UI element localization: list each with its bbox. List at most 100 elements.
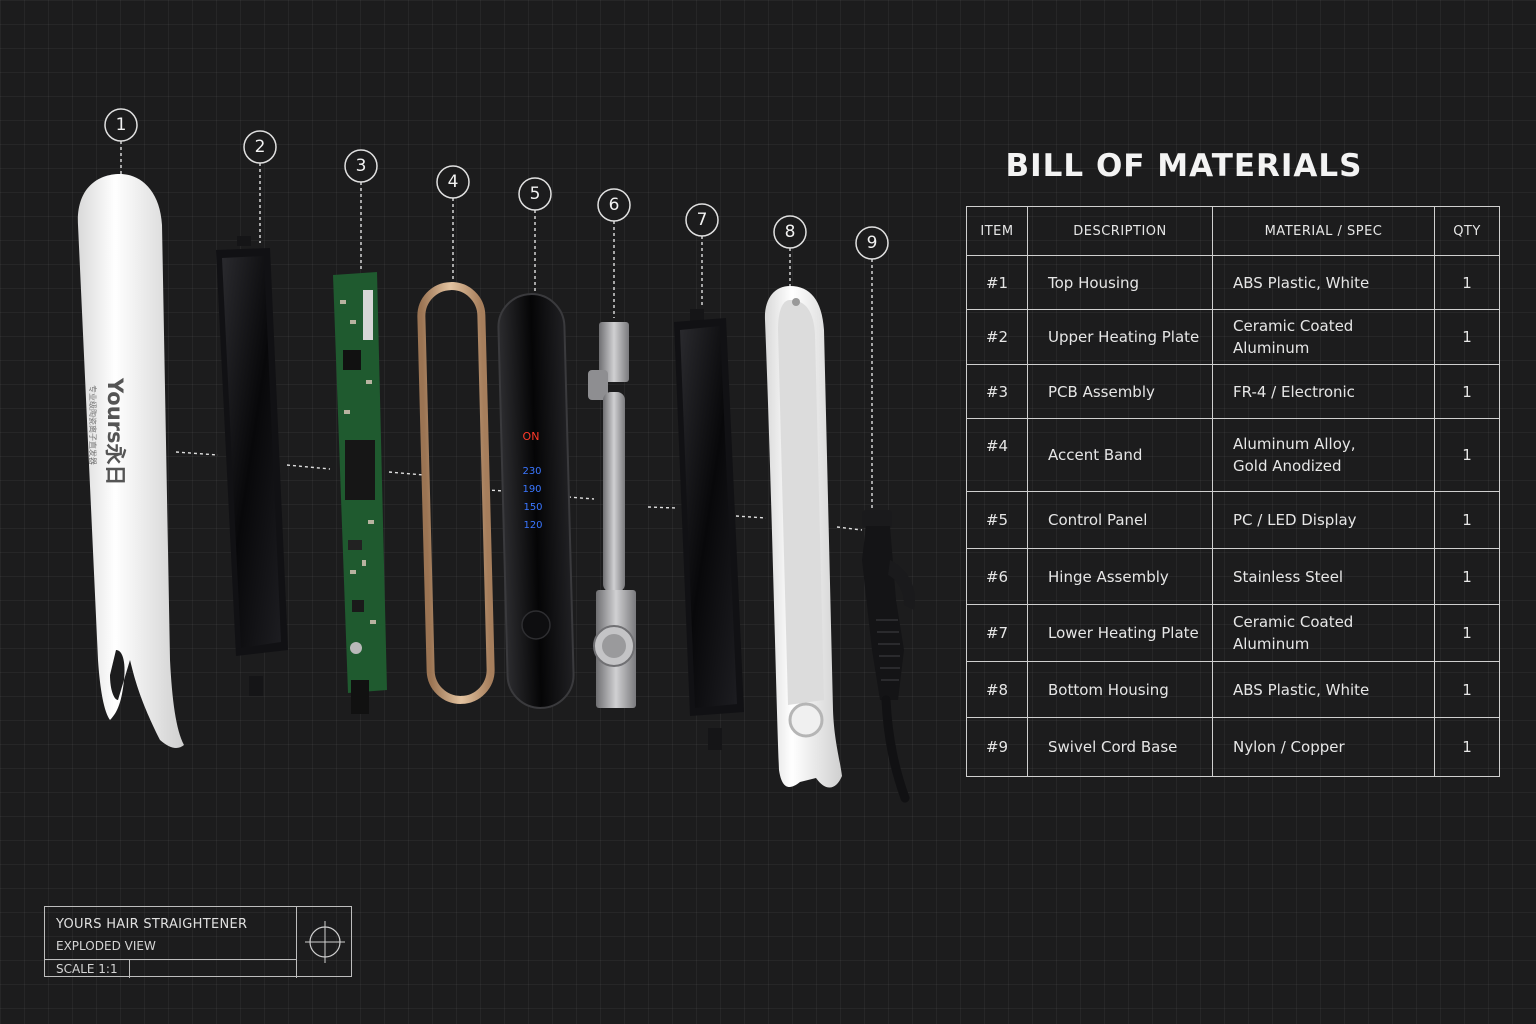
title-block-scale: SCALE 1:1 xyxy=(56,962,118,976)
bom-row: #3 PCB Assembly FR-4 / Electronic 1 xyxy=(966,364,1500,419)
callout-markers: 1 2 3 4 5 6 7 8 9 xyxy=(104,108,889,260)
bom-row: #9 Swivel Cord Base Nylon / Copper 1 xyxy=(966,717,1500,777)
bom-cell-item: #7 xyxy=(966,604,1028,662)
bom-cell-qty: 1 xyxy=(1434,661,1500,718)
bom-cell-description: Bottom Housing xyxy=(1027,661,1213,718)
callout-2: 2 xyxy=(243,130,277,164)
bom-table: ITEM DESCRIPTION MATERIAL / SPEC QTY #1 … xyxy=(966,206,1500,777)
bom-cell-description: Swivel Cord Base xyxy=(1027,717,1213,777)
bom-header-description: DESCRIPTION xyxy=(1027,206,1213,256)
part-connectors xyxy=(175,451,863,531)
panel-temp-120: 120 xyxy=(523,520,542,531)
bom-cell-item: #3 xyxy=(966,364,1028,419)
callout-leaders xyxy=(120,141,873,508)
callout-9: 9 xyxy=(855,226,889,260)
bom-cell-qty: 1 xyxy=(1434,309,1500,365)
callout-4-label: 4 xyxy=(448,172,459,192)
bom-cell-material: Aluminum Alloy, Gold Anodized xyxy=(1212,418,1435,492)
bom-cell-material: PC / LED Display xyxy=(1212,491,1435,549)
bom-cell-material: Nylon / Copper xyxy=(1212,717,1435,777)
bom-cell-description: Lower Heating Plate xyxy=(1027,604,1213,662)
title-block-product: YOURS HAIR STRAIGHTENER xyxy=(56,917,248,932)
callout-7: 7 xyxy=(685,203,719,237)
bom-row: #5 Control Panel PC / LED Display 1 xyxy=(966,491,1500,549)
part-pcb-assembly xyxy=(333,272,387,714)
callout-9-label: 9 xyxy=(867,233,878,253)
bom-cell-item: #4 xyxy=(966,418,1028,492)
bom-cell-qty: 1 xyxy=(1434,548,1500,605)
callout-2-label: 2 xyxy=(255,137,266,157)
part-top-housing: Yours永日 专业级陶瓷离子直发器 xyxy=(77,174,184,748)
panel-temp-190: 190 xyxy=(522,484,541,495)
bom-row: #7 Lower Heating Plate Ceramic Coated Al… xyxy=(966,604,1500,662)
bom-cell-material: FR-4 / Electronic xyxy=(1212,364,1435,419)
bom-cell-description: Hinge Assembly xyxy=(1027,548,1213,605)
title-block-view: EXPLODED VIEW xyxy=(56,939,156,953)
callout-5: 5 xyxy=(518,177,552,211)
bom-cell-item: #1 xyxy=(966,255,1028,310)
crosshair-target-icon xyxy=(297,907,353,978)
bom-header-qty: QTY xyxy=(1434,206,1500,256)
bom-cell-item: #6 xyxy=(966,548,1028,605)
title-block-main: YOURS HAIR STRAIGHTENER EXPLODED VIEW SC… xyxy=(45,907,297,978)
callout-4: 4 xyxy=(436,165,470,199)
callout-7-label: 7 xyxy=(697,210,708,230)
bom-cell-material: ABS Plastic, White xyxy=(1212,661,1435,718)
bom-cell-qty: 1 xyxy=(1434,491,1500,549)
bom-cell-item: #5 xyxy=(966,491,1028,549)
bom-cell-qty: 1 xyxy=(1434,604,1500,662)
power-button-icon xyxy=(521,610,551,640)
bom-cell-description: Accent Band xyxy=(1027,418,1213,492)
part-swivel-cord-base xyxy=(862,510,915,803)
bom-cell-material: ABS Plastic, White xyxy=(1212,255,1435,310)
callout-3-label: 3 xyxy=(356,156,367,176)
bom-cell-item: #2 xyxy=(966,309,1028,365)
bom-header-row: ITEM DESCRIPTION MATERIAL / SPEC QTY xyxy=(966,206,1500,256)
callout-6: 6 xyxy=(597,188,631,222)
bom-row: #4 Accent Band Aluminum Alloy, Gold Anod… xyxy=(966,418,1500,492)
part-accent-band xyxy=(417,282,495,704)
bom-row: #8 Bottom Housing ABS Plastic, White 1 xyxy=(966,661,1500,718)
callout-5-label: 5 xyxy=(530,184,541,204)
bom-cell-description: Top Housing xyxy=(1027,255,1213,310)
bom-cell-item: #8 xyxy=(966,661,1028,718)
bom-cell-material: Ceramic Coated Aluminum xyxy=(1212,604,1435,662)
bom-header-material: MATERIAL / SPEC xyxy=(1212,206,1435,256)
callout-6-label: 6 xyxy=(609,195,620,215)
housing-brand: Yours永日 xyxy=(103,377,127,486)
panel-on-label: ON xyxy=(523,430,540,443)
title-block-divider xyxy=(129,960,130,978)
housing-subtext: 专业级陶瓷离子直发器 xyxy=(88,385,98,465)
drawing-title-block: YOURS HAIR STRAIGHTENER EXPLODED VIEW SC… xyxy=(44,906,353,978)
callout-1-label: 1 xyxy=(116,115,127,135)
bom-row: #1 Top Housing ABS Plastic, White 1 xyxy=(966,255,1500,310)
callout-8-label: 8 xyxy=(785,222,796,242)
bom-row: #6 Hinge Assembly Stainless Steel 1 xyxy=(966,548,1500,605)
bom-title: BILL OF MATERIALS xyxy=(1005,148,1363,184)
bom-row: #2 Upper Heating Plate Ceramic Coated Al… xyxy=(966,309,1500,365)
bom-cell-qty: 1 xyxy=(1434,418,1500,492)
bom-cell-item: #9 xyxy=(966,717,1028,777)
bom-cell-description: Control Panel xyxy=(1027,491,1213,549)
panel-temp-150: 150 xyxy=(523,502,542,513)
bom-cell-material: Stainless Steel xyxy=(1212,548,1435,605)
callout-8: 8 xyxy=(773,215,807,249)
bom-cell-qty: 1 xyxy=(1434,364,1500,419)
bom-cell-material: Ceramic Coated Aluminum xyxy=(1212,309,1435,365)
bom-cell-description: PCB Assembly xyxy=(1027,364,1213,419)
part-upper-heating-plate xyxy=(216,236,288,696)
part-control-panel: ON 230 190 150 120 xyxy=(497,293,575,709)
callout-3: 3 xyxy=(344,149,378,183)
bom-cell-qty: 1 xyxy=(1434,255,1500,310)
part-bottom-housing xyxy=(764,286,842,788)
title-block-scale-row: SCALE 1:1 xyxy=(45,959,297,978)
panel-temp-230: 230 xyxy=(522,466,541,477)
bom-header-item: ITEM xyxy=(966,206,1028,256)
bom-cell-qty: 1 xyxy=(1434,717,1500,777)
callout-1: 1 xyxy=(104,108,138,142)
part-hinge-assembly xyxy=(588,322,636,708)
bom-cell-description: Upper Heating Plate xyxy=(1027,309,1213,365)
part-lower-heating-plate xyxy=(674,309,744,750)
